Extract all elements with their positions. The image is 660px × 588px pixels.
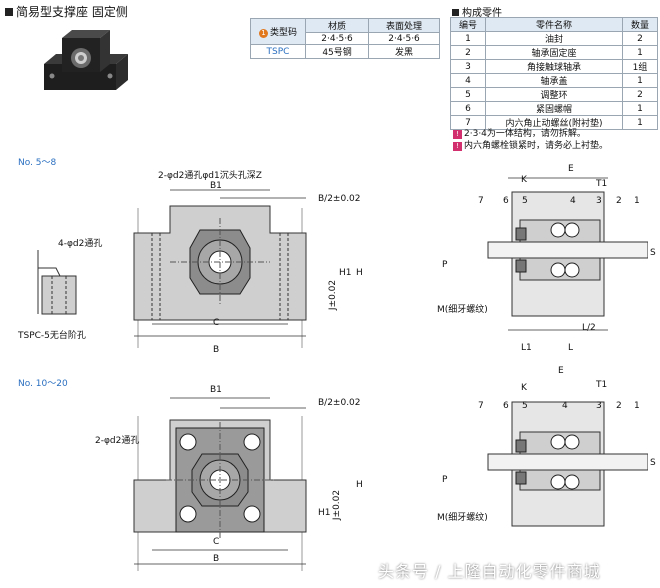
s1-callout-6: 6 [503,196,509,206]
s1-dim-h1: H1 [339,268,352,278]
s1-dim-c: C [213,318,220,328]
s1-callout-4: 4 [570,196,576,206]
s2-dim-b2: B/2±0.02 [318,398,361,408]
section2-hole-note: 2-φd2通孔 [95,436,140,446]
s2-dim-s: S [650,458,656,468]
s2-callout-1: 1 [634,401,640,411]
row-material: 45号钢 [304,44,370,59]
s1-dim-s: S [650,248,656,258]
row-code: TSPC [250,44,306,59]
s2-dim-b1: B1 [210,385,222,395]
sub-material: 2·4·5·6 [304,32,370,45]
s1-thread: M(细牙螺纹) [437,305,488,315]
section2-label: No. 10～20 [18,379,68,389]
s2-thread: M(细牙螺纹) [437,513,488,523]
page-title: 简易型支撑座 固定侧 [5,3,128,20]
section2-side-view [487,401,648,527]
s2-callout-5: 5 [522,401,528,411]
side-detail-drawing [37,250,77,315]
section1-side-note: TSPC-5无台阶孔 [18,331,86,341]
notes: !2·3·4为一体结构，请勿拆解。 !内六角螺栓锁紧时，请务必上衬垫。 [453,128,608,152]
parts-header-name: 零件名称 [485,17,623,32]
s1-dim-j: J±0.02 [328,279,339,311]
s1-dim-l1: L1 [521,343,532,353]
s1-dim-l: L [568,343,574,353]
parts-square-icon [452,9,459,16]
s1-callout-1: 1 [634,196,640,206]
col-surface: 表面处理 [368,18,440,33]
s2-dim-h: H [356,480,363,490]
warning-icon: ! [453,142,462,151]
section1-side-hole: 4-φd2通孔 [58,239,103,249]
s1-dim-l2: L/2 [582,323,596,333]
s2-callout-3: 3 [596,401,602,411]
s1-dim-t1: T1 [596,179,608,189]
warning-icon: ! [453,130,462,139]
note-item: !内六角螺栓锁紧时，请务必上衬垫。 [453,140,608,152]
s2-callout-2: 2 [616,401,622,411]
s2-callout-4: 4 [562,401,568,411]
parts-header-qty: 数量 [622,17,658,32]
s2-dim-j: J±0.02 [332,489,343,521]
section1-hole-note: 2-φd2通孔φd1沉头孔深Z [158,171,262,181]
section1-label: No. 5～8 [18,158,57,168]
s2-dim-c: C [213,537,220,547]
s1-callout-7: 7 [478,196,484,206]
parts-title: 构成零件 [452,4,502,19]
s2-dim-b: B [213,554,220,564]
product-photo [44,30,128,90]
note-item: !2·3·4为一体结构，请勿拆解。 [453,128,608,140]
s2-dim-e: E [558,366,564,376]
s2-callout-7: 7 [478,401,484,411]
s1-dim-h: H [356,268,363,278]
section2-front-view [133,397,307,571]
section1-side-view [487,177,648,331]
row-surface: 发黑 [368,44,440,59]
s2-dim-p: P [442,475,448,485]
section1-front-view [133,189,307,348]
title-square-icon [5,8,13,16]
sub-surface: 2·4·5·6 [368,32,440,45]
s1-dim-b1: B1 [210,181,222,191]
s1-dim-b: B [213,345,220,355]
s2-dim-k: K [521,383,527,393]
col-material: 材质 [304,18,370,33]
s2-dim-t1: T1 [596,380,608,390]
s1-callout-5: 5 [522,196,528,206]
s1-dim-b2: B/2±0.02 [318,194,361,204]
watermark: 头条号 / 上隆自动化零件商城 [378,562,601,581]
s1-callout-3: 3 [596,196,602,206]
s2-callout-6: 6 [503,401,509,411]
parts-header-no: 编号 [450,17,486,32]
s1-dim-e: E [568,164,574,174]
type-badge-icon: 1 [258,29,268,38]
s1-dim-p: P [442,260,448,270]
s1-callout-2: 2 [616,196,622,206]
s1-dim-k: K [521,175,527,185]
s2-dim-h1: H1 [318,508,331,518]
